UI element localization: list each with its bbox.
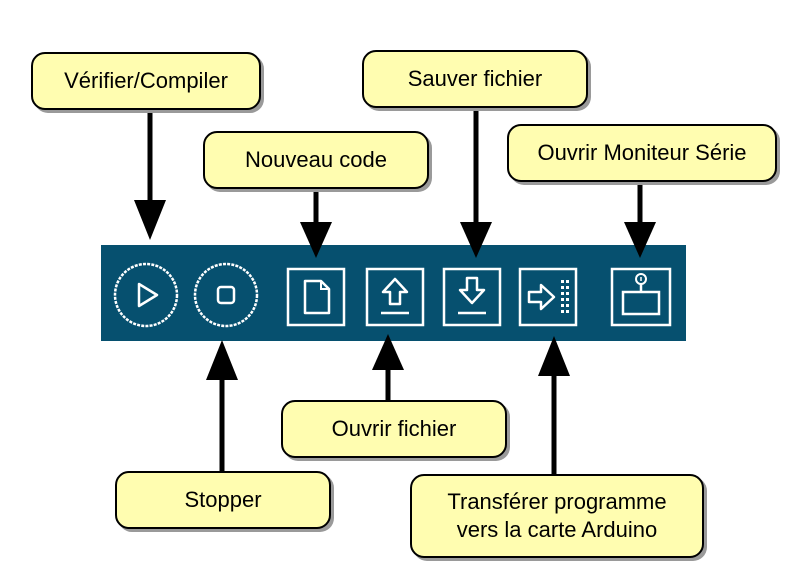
arrow-open-file	[372, 334, 404, 400]
upload-button[interactable]	[517, 266, 579, 328]
callout-save-file: Sauver fichier	[362, 50, 588, 108]
save-button[interactable]	[441, 266, 503, 328]
serial-monitor-button[interactable]	[609, 266, 673, 328]
stop-button[interactable]	[190, 259, 262, 331]
play-icon	[113, 262, 179, 328]
callout-open-file: Ouvrir fichier	[281, 400, 507, 458]
callout-stop-text: Stopper	[184, 487, 262, 512]
callout-upload: Transférer programme vers la carte Ardui…	[410, 474, 704, 558]
callout-open-file-text: Ouvrir fichier	[331, 416, 457, 441]
callout-upload-text-line1: Transférer programme	[447, 489, 667, 514]
new-file-icon	[286, 267, 346, 327]
callout-serial-monitor: Ouvrir Moniteur Série	[507, 124, 777, 182]
arrow-save-file	[460, 108, 492, 258]
callout-verify: Vérifier/Compiler	[31, 52, 261, 110]
verify-button[interactable]	[110, 259, 182, 331]
monitor-icon	[610, 267, 672, 327]
arrow-upload	[538, 336, 570, 474]
stop-icon	[193, 262, 259, 328]
callout-serial-monitor-text: Ouvrir Moniteur Série	[537, 140, 747, 165]
new-button[interactable]	[285, 266, 347, 328]
upload-arrow-icon	[365, 267, 425, 327]
download-arrow-icon	[442, 267, 502, 327]
callout-save-file-text: Sauver fichier	[407, 66, 543, 91]
arrow-stop	[206, 340, 238, 472]
callout-new-code-text: Nouveau code	[245, 147, 387, 172]
arrow-verify	[134, 110, 166, 240]
callout-new-code: Nouveau code	[203, 131, 429, 189]
open-button[interactable]	[364, 266, 426, 328]
right-arrow-icon	[518, 267, 578, 327]
callout-upload-text-line2: vers la carte Arduino	[456, 517, 658, 542]
callout-verify-text: Vérifier/Compiler	[64, 68, 228, 93]
callout-stop: Stopper	[115, 471, 331, 529]
